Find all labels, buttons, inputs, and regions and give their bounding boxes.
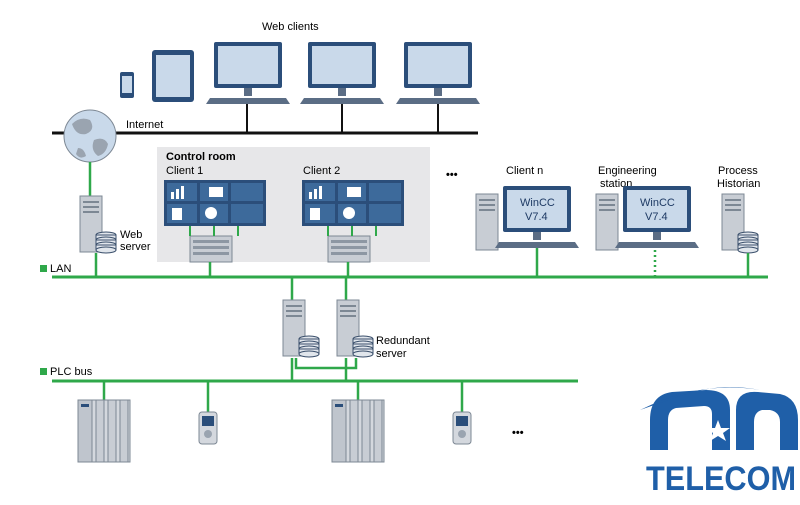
globe-icon [63, 109, 117, 163]
client-2-label: Client 2 [303, 165, 340, 177]
web-clients-label: Web clients [262, 21, 319, 33]
client-n-label: Client n [506, 165, 543, 177]
control-room-label: Control room [166, 151, 236, 163]
plc-bus-marker [40, 368, 47, 375]
client-2-operator-station [302, 180, 404, 263]
engineering-wincc-line1: WinCC [640, 197, 675, 209]
internet-label: Internet [126, 119, 163, 131]
web-server-label: Web server [120, 229, 151, 253]
plc-bus-label: PLC bus [50, 366, 93, 378]
client-n-workstation [475, 186, 579, 251]
tablet-icon [152, 50, 194, 102]
plc-rack-icon [77, 399, 131, 463]
client-1-label: Client 1 [166, 165, 203, 177]
field-device-icon [198, 411, 218, 445]
engineering-station-workstation [595, 186, 699, 251]
redundant-server-label: Redundant server [376, 335, 433, 360]
telecom-logo-text: TELECOM [646, 460, 796, 498]
client-1-operator-station [164, 180, 266, 263]
phone-icon [120, 72, 134, 98]
client-n-wincc-line1: WinCC [520, 197, 555, 209]
lan-label: LAN [50, 263, 71, 275]
web-client-monitor-icon [396, 42, 480, 104]
lan-marker [40, 265, 47, 272]
redundant-server-2-icon [336, 299, 374, 358]
web-client-monitor-icon [206, 42, 290, 104]
process-historian-server-icon [721, 193, 759, 254]
web-client-monitor-icon [300, 42, 384, 104]
more-plcs-ellipsis: ••• [512, 427, 524, 439]
web-server-icon [79, 195, 117, 254]
engineering-wincc-line2: V7.4 [645, 211, 668, 223]
client-n-wincc-line2: V7.4 [525, 211, 548, 223]
field-device-icon [452, 411, 472, 445]
more-clients-ellipsis: ••• [446, 169, 458, 181]
process-historian-label: Process Historian [717, 165, 761, 190]
redundant-server-1-icon [282, 299, 320, 358]
plc-rack-icon [331, 399, 385, 463]
telecom-logo: TELECOM [640, 387, 798, 498]
